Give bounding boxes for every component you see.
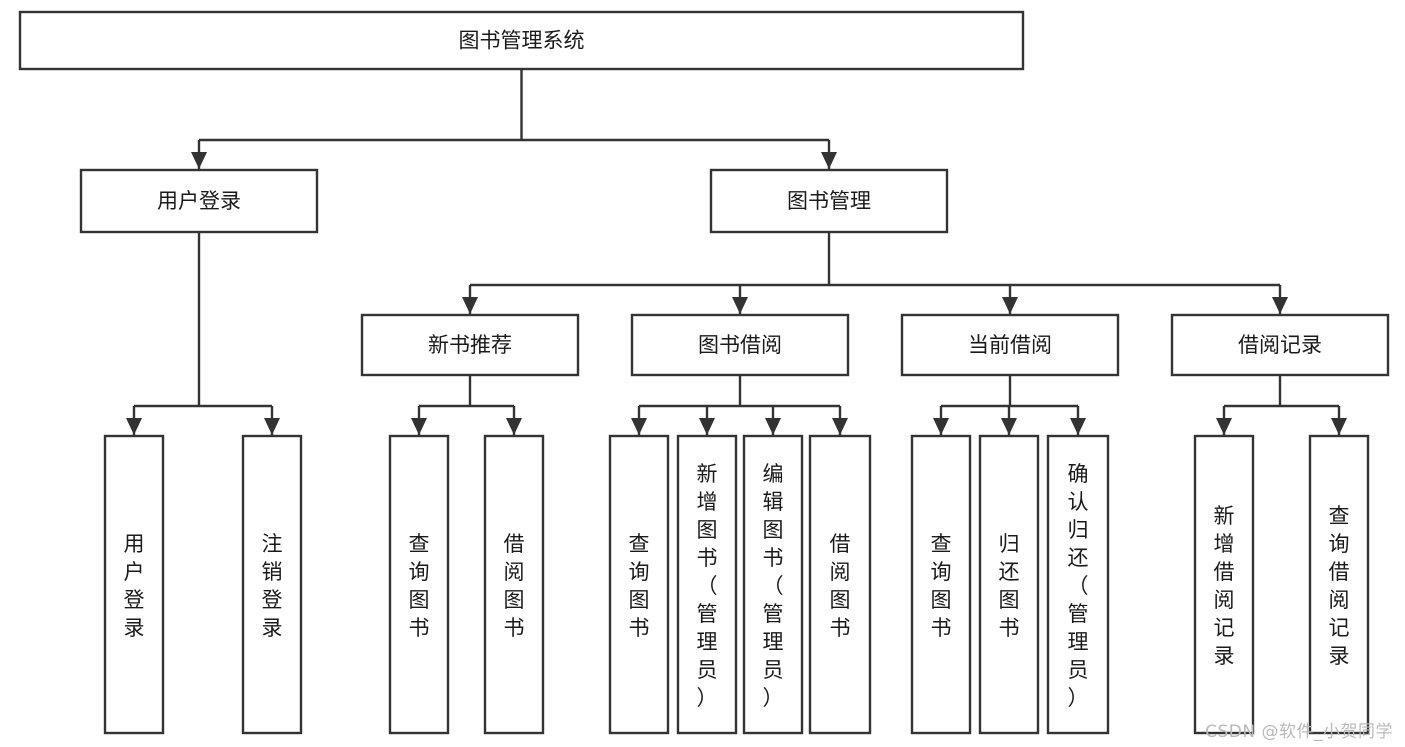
node-box-borrow-record[interactable] [1170, 313, 1390, 377]
arrow-head-icon [1001, 418, 1017, 435]
edge-layer [126, 69, 1347, 435]
node-label-leaf-current-confirm: 确认归还（管理员） [1068, 462, 1089, 710]
node-leaf-record-query[interactable]: 查询借阅记录 [1308, 434, 1370, 735]
node-leaf-logout[interactable]: 注销登录 [241, 434, 303, 735]
csdn-watermark: CSDN @软件_小贺同学 [1205, 722, 1393, 742]
node-box-leaf-borrow-query[interactable] [608, 434, 670, 735]
node-box-leaf-recommend-borrow[interactable] [483, 434, 545, 735]
node-current-borrow[interactable]: 当前借阅 [900, 313, 1120, 377]
edge-group-user-login [126, 232, 280, 435]
node-box-leaf-record-query[interactable] [1308, 434, 1370, 735]
node-leaf-recommend-query[interactable]: 查询图书 [388, 434, 450, 735]
node-label-leaf-borrow-query: 查询图书 [629, 532, 650, 640]
node-root[interactable]: 图书管理系统 [18, 10, 1025, 71]
node-box-leaf-borrow-edit[interactable] [742, 434, 804, 735]
node-box-leaf-borrow-add[interactable] [676, 434, 738, 735]
node-leaf-borrow-add[interactable]: 新增图书（管理员） [676, 434, 738, 735]
arrow-head-icon [191, 152, 207, 169]
node-box-leaf-logout[interactable] [241, 434, 303, 735]
node-box-leaf-current-confirm[interactable] [1046, 434, 1110, 735]
node-new-book-recommend[interactable]: 新书推荐 [360, 313, 580, 377]
node-leaf-current-confirm[interactable]: 确认归还（管理员） [1046, 434, 1110, 735]
edge-group-borrow-record [1216, 375, 1347, 435]
node-leaf-current-return[interactable]: 归还图书 [978, 434, 1040, 735]
node-box-user-login[interactable] [79, 168, 319, 234]
node-leaf-current-query[interactable]: 查询图书 [910, 434, 972, 735]
node-leaf-record-add[interactable]: 新增借阅记录 [1193, 434, 1255, 735]
node-label-leaf-current-return: 归还图书 [999, 532, 1020, 640]
node-book-management[interactable]: 图书管理 [709, 168, 949, 234]
node-box-leaf-recommend-query[interactable] [388, 434, 450, 735]
node-label-book-management: 图书管理 [787, 189, 871, 213]
node-label-leaf-borrow-lend: 借阅图书 [830, 532, 851, 640]
arrow-head-icon [765, 418, 781, 435]
edge-group-book-management [462, 232, 1288, 314]
node-box-new-book-recommend[interactable] [360, 313, 580, 377]
node-label-leaf-logout: 注销登录 [262, 532, 283, 640]
node-box-book-borrow[interactable] [630, 313, 850, 377]
node-book-borrow[interactable]: 图书借阅 [630, 313, 850, 377]
arrow-head-icon [821, 152, 837, 169]
arrow-head-icon [1331, 418, 1347, 435]
node-label-book-borrow: 图书借阅 [698, 333, 782, 357]
arrow-head-icon [1070, 418, 1086, 435]
node-borrow-record[interactable]: 借阅记录 [1170, 313, 1390, 377]
node-label-leaf-recommend-borrow: 借阅图书 [504, 532, 525, 640]
arrow-head-icon [631, 418, 647, 435]
arrow-head-icon [732, 297, 748, 314]
node-label-leaf-current-query: 查询图书 [931, 532, 952, 640]
node-label-leaf-borrow-edit: 编辑图书（管理员） [763, 462, 784, 710]
node-label-root: 图书管理系统 [459, 29, 585, 53]
arrow-head-icon [1002, 297, 1018, 314]
node-layer: 图书管理系统用户登录图书管理新书推荐图书借阅当前借阅借阅记录用户登录注销登录查询… [18, 10, 1390, 735]
node-label-leaf-record-add: 新增借阅记录 [1214, 504, 1235, 668]
arrow-head-icon [411, 418, 427, 435]
node-box-leaf-borrow-lend[interactable] [808, 434, 872, 735]
edge-group-new-book-recommend [411, 375, 522, 435]
node-leaf-user-login[interactable]: 用户登录 [103, 434, 165, 735]
node-box-book-management[interactable] [709, 168, 949, 234]
node-leaf-borrow-lend[interactable]: 借阅图书 [808, 434, 872, 735]
node-leaf-borrow-edit[interactable]: 编辑图书（管理员） [742, 434, 804, 735]
node-leaf-borrow-query[interactable]: 查询图书 [608, 434, 670, 735]
node-label-user-login: 用户登录 [157, 189, 241, 213]
arrow-head-icon [462, 297, 478, 314]
arrow-head-icon [1216, 418, 1232, 435]
node-label-leaf-user-login: 用户登录 [124, 532, 145, 640]
node-label-current-borrow: 当前借阅 [968, 333, 1052, 357]
node-label-new-book-recommend: 新书推荐 [428, 333, 512, 357]
node-label-leaf-record-query: 查询借阅记录 [1329, 504, 1350, 668]
node-box-leaf-current-query[interactable] [910, 434, 972, 735]
edge-group-book-borrow [631, 375, 848, 435]
arrow-head-icon [699, 418, 715, 435]
node-label-leaf-borrow-add: 新增图书（管理员） [697, 462, 718, 710]
arrow-head-icon [933, 418, 949, 435]
node-label-borrow-record: 借阅记录 [1238, 333, 1322, 357]
edge-group-current-borrow [933, 375, 1086, 435]
node-leaf-recommend-borrow[interactable]: 借阅图书 [483, 434, 545, 735]
edge-group-root [191, 69, 837, 169]
node-box-leaf-record-add[interactable] [1193, 434, 1255, 735]
node-box-leaf-current-return[interactable] [978, 434, 1040, 735]
arrow-head-icon [832, 418, 848, 435]
arrow-head-icon [126, 418, 142, 435]
node-box-root[interactable] [18, 10, 1025, 71]
node-box-leaf-user-login[interactable] [103, 434, 165, 735]
arrow-head-icon [264, 418, 280, 435]
node-box-current-borrow[interactable] [900, 313, 1120, 377]
arrow-head-icon [1272, 297, 1288, 314]
arrow-head-icon [506, 418, 522, 435]
node-label-leaf-recommend-query: 查询图书 [409, 532, 430, 640]
node-user-login[interactable]: 用户登录 [79, 168, 319, 234]
